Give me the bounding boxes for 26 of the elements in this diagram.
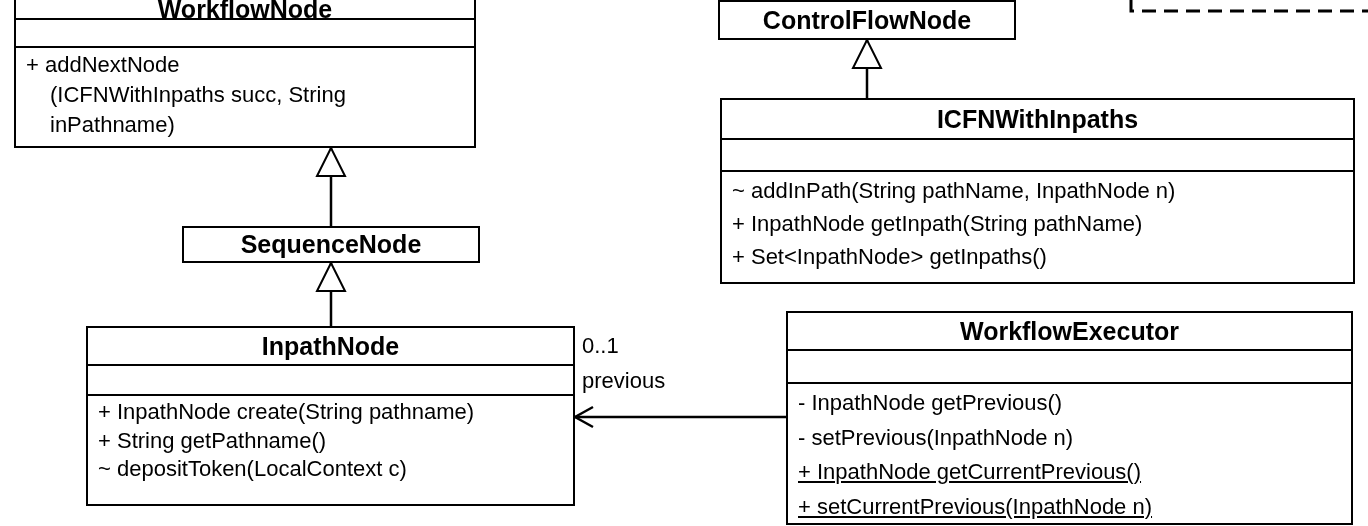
generalization-arrow — [316, 262, 346, 326]
class-box — [182, 226, 480, 263]
class-box — [718, 0, 1016, 40]
method-signature: ~ depositToken(LocalContext c) — [98, 455, 407, 483]
class-box — [86, 326, 575, 506]
method-signature: + setCurrentPrevious(InpathNode n) — [798, 492, 1153, 521]
method-signature: - InpathNode getPrevious() — [798, 389, 1063, 417]
class-name: InpathNode — [261, 331, 400, 361]
class-box — [786, 311, 1353, 525]
class-box — [14, 0, 476, 148]
class-name: ICFNWithInpaths — [936, 104, 1139, 134]
method-signature: + String getPathname() — [98, 426, 327, 455]
class-name: WorkflowNode — [157, 0, 333, 24]
class-name: ControlFlowNode — [762, 5, 972, 35]
class-name: WorkflowExecutor — [960, 316, 1179, 346]
class-name: SequenceNode — [240, 230, 422, 259]
method-signature: + Set<InpathNode> getInpaths() — [732, 243, 1047, 271]
method-signature: - setPrevious(InpathNode n) — [798, 423, 1074, 452]
method-signature: + InpathNode getInpath(String pathName) — [732, 210, 1143, 238]
generalization-arrow — [316, 147, 346, 226]
method-signature: + InpathNode getCurrentPrevious() — [798, 458, 1142, 486]
method-signature: ~ addInPath(String pathName, InpathNode n) — [732, 177, 1176, 205]
generalization-arrow — [852, 39, 882, 98]
method-signature: + addNextNode (ICFNWithInpaths succ, String inPathname) — [26, 51, 347, 139]
class-box — [720, 98, 1355, 284]
method-signature: + InpathNode create(String pathname) — [98, 398, 475, 426]
